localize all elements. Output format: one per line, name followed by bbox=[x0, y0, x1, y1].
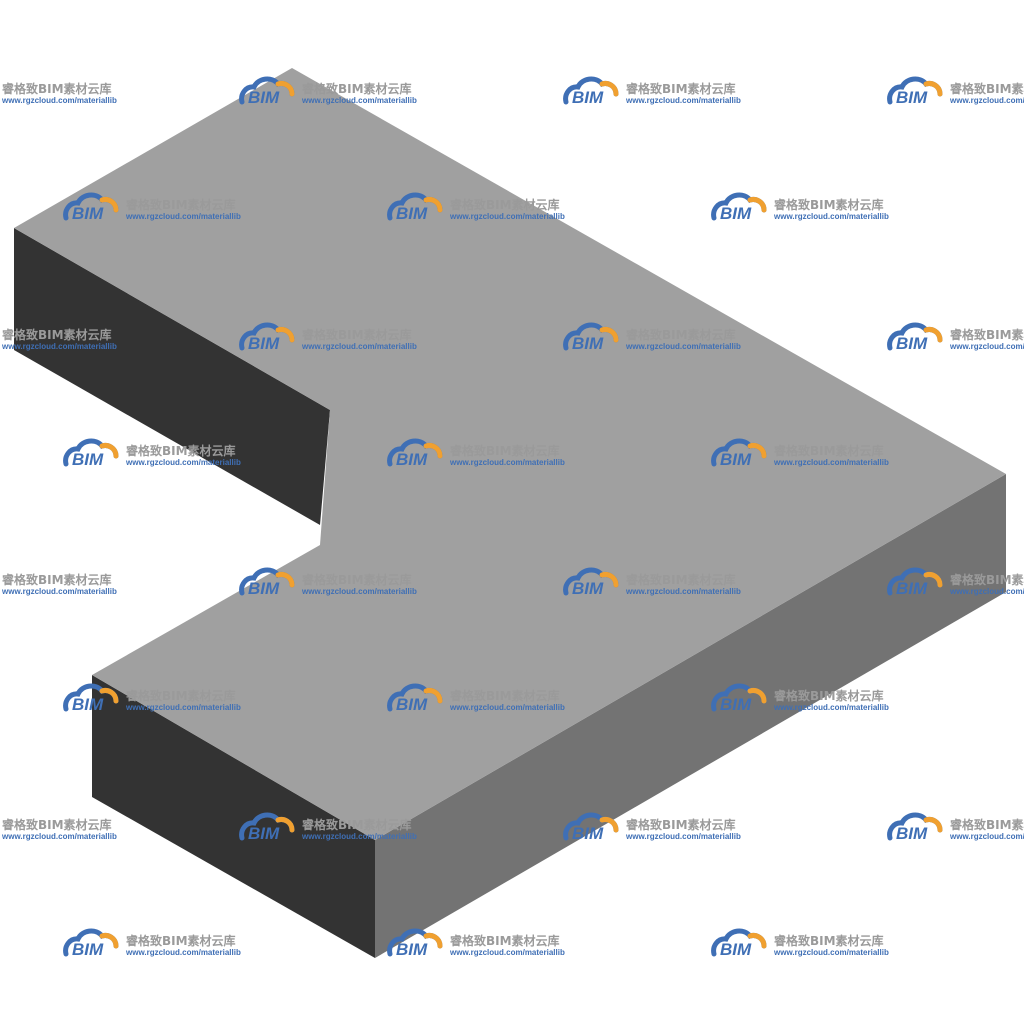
lower-left-side-face bbox=[92, 675, 375, 958]
right-side-face bbox=[375, 474, 1006, 958]
upper-left-side-face bbox=[14, 228, 330, 525]
top-face bbox=[14, 68, 1006, 840]
